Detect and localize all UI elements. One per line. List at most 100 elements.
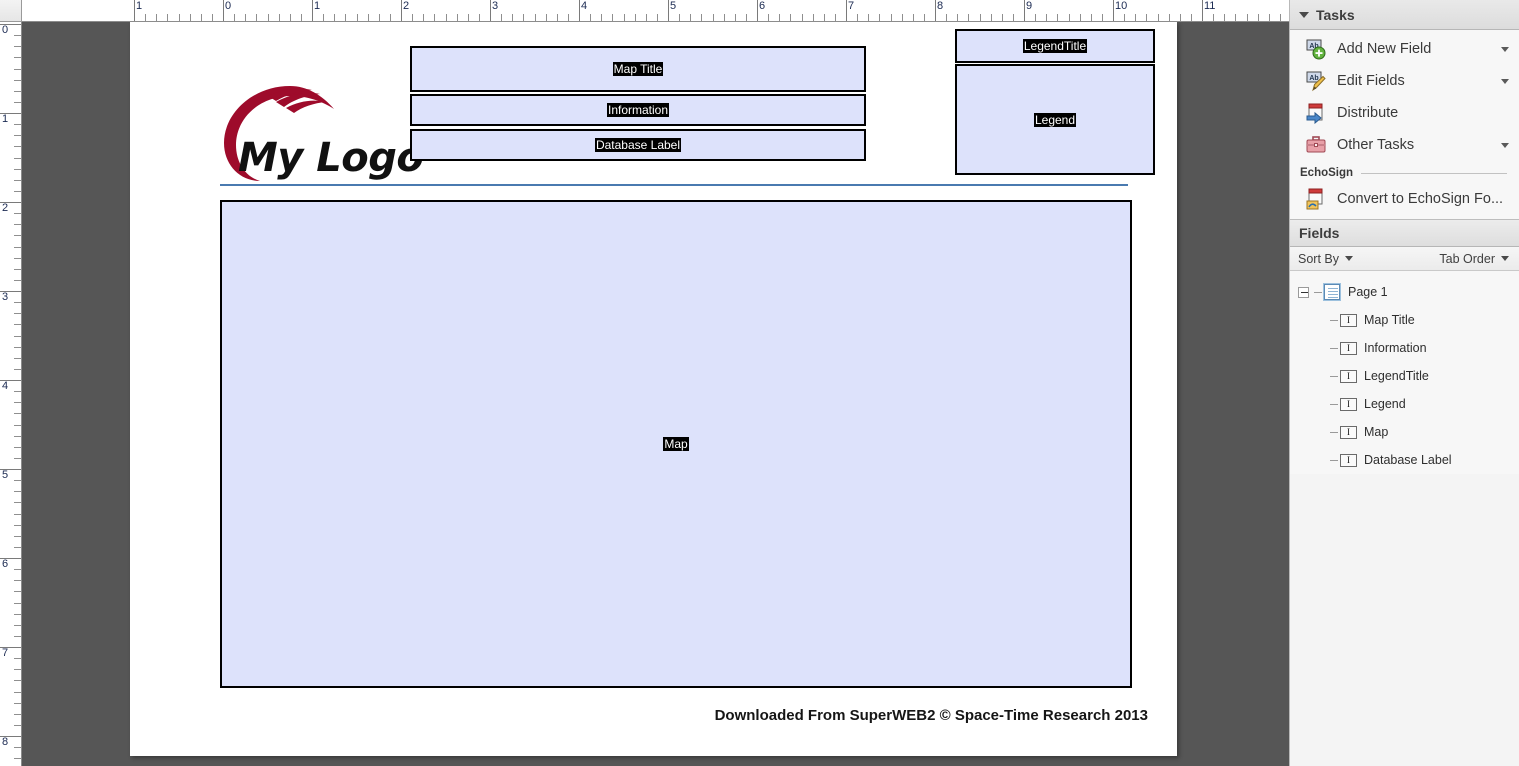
logo-text: My Logo <box>238 135 424 181</box>
ruler-tick-minor <box>289 14 291 21</box>
ruler-tick-minor <box>545 14 547 21</box>
chevron-down-icon[interactable] <box>1501 142 1509 148</box>
ruler-tick-minor <box>14 68 21 70</box>
tab-order-dropdown[interactable]: Tab Order <box>1439 252 1509 266</box>
ruler-tick-major <box>0 291 21 292</box>
ruler-tick-minor <box>456 14 458 21</box>
ruler-tick-minor <box>14 302 21 304</box>
ruler-tick-minor <box>823 14 825 21</box>
field-label: Information <box>606 103 670 117</box>
ruler-label: 1 <box>136 0 143 12</box>
ruler-tick-minor <box>1179 14 1181 21</box>
ruler-label: 3 <box>2 291 9 303</box>
ruler-label: 1 <box>2 113 9 125</box>
tree-row-page-1[interactable]: Page 1 <box>1290 278 1519 306</box>
ruler-tick-minor <box>745 14 747 21</box>
chevron-down-icon[interactable] <box>1501 46 1509 52</box>
sort-by-dropdown[interactable]: Sort By <box>1298 252 1353 266</box>
ruler-tick-minor <box>14 168 21 170</box>
ruler-tick-minor <box>946 14 948 21</box>
form-field-legend[interactable]: Legend <box>955 64 1155 175</box>
text-field-icon: I <box>1340 313 1357 327</box>
ruler-tick-minor <box>923 14 925 21</box>
ruler-tick-minor <box>14 46 21 48</box>
task-item-distribute[interactable]: Distribute <box>1290 97 1519 129</box>
task-item-add-new-field[interactable]: Ab Add New Field <box>1290 33 1519 65</box>
ruler-tick-major <box>0 202 21 203</box>
ruler-tick-minor <box>356 14 358 21</box>
tree-connector <box>1330 347 1338 349</box>
ruler-tick-major <box>1024 0 1025 21</box>
ruler-tick-minor <box>1124 14 1126 21</box>
ruler-label: 6 <box>759 0 766 12</box>
ruler-tick-minor <box>378 14 380 21</box>
ruler-label: 4 <box>2 380 9 392</box>
ruler-tick-minor <box>14 713 21 715</box>
ruler-tick-minor <box>1079 14 1081 21</box>
text-field-icon: I <box>1340 369 1357 383</box>
text-field-icon: I <box>1340 425 1357 439</box>
ruler-tick-minor <box>14 602 21 604</box>
tasks-panel-header[interactable]: Tasks <box>1290 0 1519 30</box>
form-field-legend-title[interactable]: LegendTitle <box>955 29 1155 63</box>
ruler-tick-minor <box>323 14 325 21</box>
ruler-tick-minor <box>679 14 681 21</box>
form-field-map[interactable]: Map <box>220 200 1132 688</box>
chevron-down-icon[interactable] <box>1501 78 1509 84</box>
text-field-icon: I <box>1340 453 1357 467</box>
chevron-down-icon <box>1299 11 1309 18</box>
ruler-tick-minor <box>14 702 21 704</box>
ruler-tick-minor <box>957 14 959 21</box>
collapse-expander-icon[interactable] <box>1298 286 1309 298</box>
form-field-map-title[interactable]: Map Title <box>410 46 866 92</box>
ruler-tick-minor <box>14 613 21 615</box>
ruler-tick-minor <box>1057 14 1059 21</box>
ruler-tick-minor <box>14 279 21 281</box>
task-item-edit-fields[interactable]: Ab Edit Fields <box>1290 65 1519 97</box>
ruler-tick-minor <box>1190 14 1192 21</box>
fields-panel-header[interactable]: Fields <box>1290 219 1519 247</box>
ruler-tick-minor <box>1101 14 1103 21</box>
page-1[interactable]: My Logo Map Title Information Database L… <box>130 22 1177 756</box>
tree-connector <box>1330 375 1338 377</box>
ruler-tick-major <box>0 647 21 648</box>
ruler-tick-minor <box>1146 14 1148 21</box>
ruler-tick-minor <box>14 235 21 237</box>
ruler-tick-minor <box>14 457 21 459</box>
ruler-tick-minor <box>14 569 21 571</box>
ruler-label: 0 <box>2 24 9 36</box>
ruler-tick-minor <box>156 14 158 21</box>
ruler-tick-minor <box>14 146 21 148</box>
ruler-label: 1 <box>314 0 321 12</box>
ruler-tick-minor <box>14 157 21 159</box>
task-item-convert-to-echosign[interactable]: Convert to EchoSign Fo... <box>1290 183 1519 215</box>
chevron-down-icon <box>1345 256 1353 261</box>
horizontal-ruler[interactable]: 10123456789101112 <box>22 0 1289 22</box>
form-field-information[interactable]: Information <box>410 94 866 126</box>
ruler-tick-major <box>0 380 21 381</box>
field-label: LegendTitle <box>1022 39 1088 53</box>
ruler-tick-minor <box>1001 14 1003 21</box>
ruler-tick-minor <box>14 35 21 37</box>
ruler-tick-minor <box>234 14 236 21</box>
document-canvas[interactable]: My Logo Map Title Information Database L… <box>22 22 1289 766</box>
ruler-tick-minor <box>1046 14 1048 21</box>
ruler-label: 2 <box>403 0 410 12</box>
ruler-tick-minor <box>14 257 21 259</box>
ruler-tick-minor <box>1157 14 1159 21</box>
text-field-icon: I <box>1340 397 1357 411</box>
ruler-tick-minor <box>1268 14 1270 21</box>
ruler-label: 8 <box>937 0 944 12</box>
task-item-other-tasks[interactable]: Other Tasks <box>1290 129 1519 161</box>
ruler-tick-minor <box>14 79 21 81</box>
ruler-tick-minor <box>267 14 269 21</box>
form-field-database-label[interactable]: Database Label <box>410 129 866 161</box>
ruler-tick-minor <box>979 14 981 21</box>
